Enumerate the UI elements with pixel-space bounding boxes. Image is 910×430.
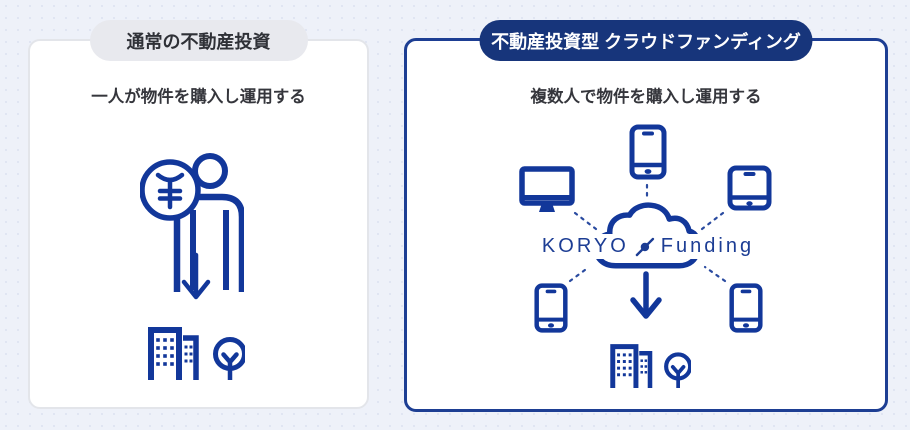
smartphone-icon (629, 124, 667, 180)
conventional-title: 通常の不動産投資 (126, 31, 271, 52)
brand-funding: Funding (660, 235, 755, 257)
desktop-icon (519, 166, 575, 216)
crowdfunding-description: 複数人で物件を購入し運用する (530, 88, 762, 106)
buildings-tree-icon (147, 322, 245, 380)
smartphone-icon (729, 282, 763, 334)
brand-koryo: KORYO (541, 235, 629, 257)
crowdfunding-card: 不動産投資型 クラウドファンディング 複数人で物件を購入し運用する (404, 20, 888, 412)
crowdfunding-title-pill: 不動産投資型 クラウドファンディング (479, 20, 813, 61)
buildings-tree-icon (609, 340, 691, 388)
person-with-yen-icon (140, 152, 244, 292)
conventional-title-pill: 通常の不動産投資 (89, 20, 308, 61)
down-arrow-icon (628, 271, 664, 323)
tablet-icon (727, 165, 772, 211)
down-arrow-icon (178, 252, 214, 304)
conventional-investment-card: 通常の不動産投資 一人が物件を購入し運用する (28, 20, 369, 409)
crowdfunding-title: 不動産投資型 クラウドファンディング (491, 31, 801, 52)
smartphone-icon (534, 282, 568, 334)
koryo-logo-mark-icon (634, 236, 656, 258)
conventional-description: 一人が物件を購入し運用する (91, 88, 306, 106)
koryo-funding-brand: KORYO Funding (537, 234, 759, 259)
